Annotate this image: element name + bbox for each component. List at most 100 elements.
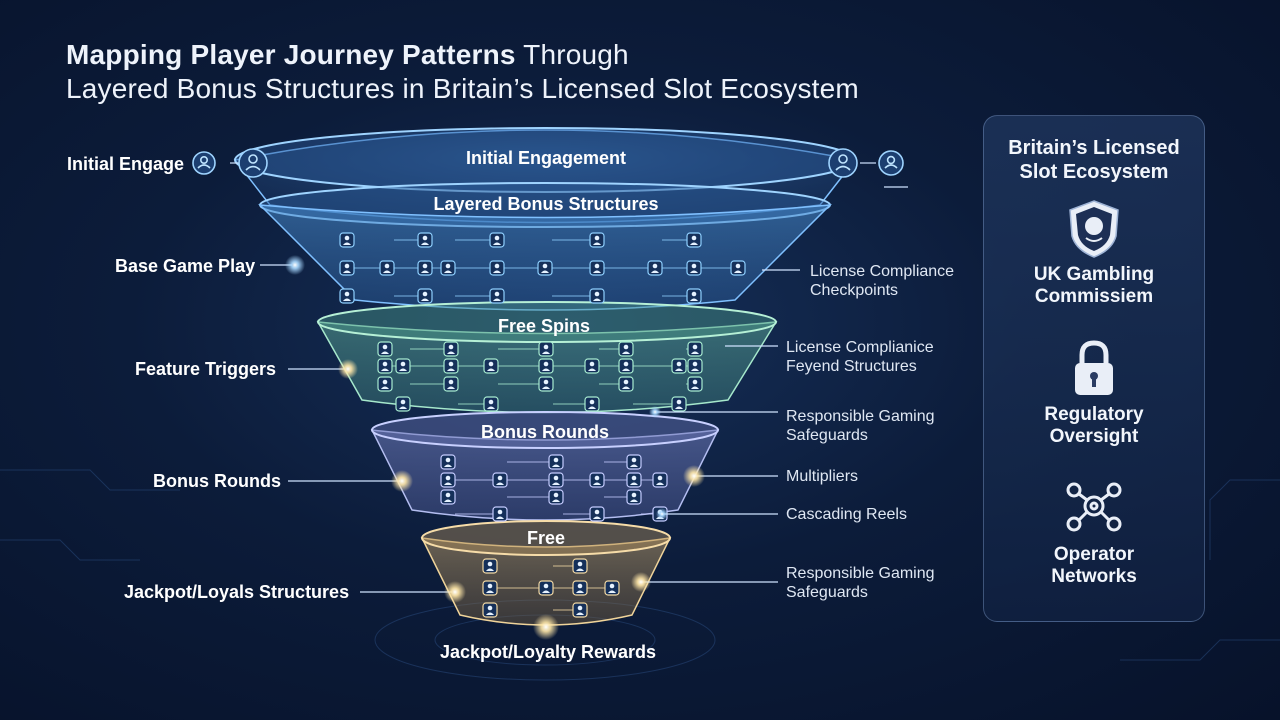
right-label-responsible-1-line1: Responsible Gaming: [786, 408, 935, 425]
right-label-compliance-2-line1: License Complianice: [786, 339, 934, 356]
player-node: [584, 396, 600, 412]
player-node: [589, 472, 605, 488]
player-node: [730, 260, 746, 276]
panel-item-regulatory-line2: Oversight: [1049, 426, 1139, 447]
player-node: [572, 602, 588, 618]
player-node: [589, 288, 605, 304]
player-node: [377, 376, 393, 392]
player-node: [482, 602, 498, 618]
panel-item-regulatory: Regulatory Oversight: [984, 404, 1204, 448]
tier-layered-bonus: [258, 182, 832, 311]
player-node: [417, 232, 433, 248]
ecosystem-panel: Britain’s Licensed Slot Ecosystem UK Gam…: [983, 115, 1205, 622]
page-title: Mapping Player Journey Patterns Through …: [66, 38, 859, 106]
player-node: [687, 341, 703, 357]
player-node: [589, 232, 605, 248]
panel-item-uk-gambling: UK Gambling Commissiem: [984, 264, 1204, 308]
right-label-compliance-2-line2: Feyend Structures: [786, 358, 917, 375]
left-label-feature-triggers: Feature Triggers: [135, 359, 277, 379]
player-node: [686, 288, 702, 304]
player-node: [339, 288, 355, 304]
tier-label-layered: Layered Bonus Structures: [433, 194, 659, 214]
player-node: [626, 472, 642, 488]
player-node: [686, 260, 702, 276]
player-node: [647, 260, 663, 276]
player-node: [538, 580, 554, 596]
player-node: [395, 396, 411, 412]
tier-label-initial: Initial Engagement: [465, 148, 627, 168]
player-node: [604, 580, 620, 596]
player-node: [377, 341, 393, 357]
left-label-jackpot: Jackpot/Loyals Structures: [124, 582, 350, 602]
title-line2: Layered Bonus Structures in Britain’s Li…: [66, 73, 859, 104]
panel-title-line2: Slot Ecosystem: [1019, 161, 1169, 183]
player-node: [537, 260, 553, 276]
player-node: [440, 472, 456, 488]
player-node: [572, 580, 588, 596]
player-node: [626, 454, 642, 470]
player-node: [482, 558, 498, 574]
panel-item-uk-gambling-line1: UK Gambling: [1033, 264, 1155, 285]
panel-item-uk-gambling-line2: Commissiem: [1034, 286, 1154, 307]
right-label-responsible-1: Responsible Gaming Safeguards: [786, 407, 935, 445]
player-node: [339, 232, 355, 248]
right-label-responsible-2-line2: Safeguards: [786, 584, 868, 601]
player-node: [538, 358, 554, 374]
player-node: [618, 358, 634, 374]
crest-icon: [1069, 200, 1119, 258]
player-node: [489, 260, 505, 276]
player-node: [492, 506, 508, 522]
right-label-responsible-2: Responsible Gaming Safeguards: [786, 564, 935, 602]
player-node: [379, 260, 395, 276]
player-node: [339, 260, 355, 276]
tier-label-free: Free: [526, 528, 566, 548]
player-node: [548, 489, 564, 505]
right-label-cascading: Cascading Reels: [786, 506, 907, 523]
player-node: [548, 472, 564, 488]
right-label-responsible-2-line1: Responsible Gaming: [786, 565, 935, 582]
left-label-base-game: Base Game Play: [115, 256, 256, 276]
player-node: [538, 376, 554, 392]
left-label-initial-engage: Initial Engage: [67, 154, 185, 174]
right-label-compliance-2: License Complianice Feyend Structures: [786, 338, 934, 376]
player-node: [584, 358, 600, 374]
player-node: [483, 358, 499, 374]
player-node: [483, 396, 499, 412]
right-label-responsible-1-line2: Safeguards: [786, 427, 868, 444]
player-node: [652, 472, 668, 488]
title-rest: Through: [515, 39, 629, 70]
player-node: [671, 358, 687, 374]
player-node: [489, 232, 505, 248]
right-label-compliance-1-line1: License Compliance: [810, 263, 955, 280]
lock-icon: [1075, 340, 1113, 395]
player-node: [377, 358, 393, 374]
player-node: [417, 260, 433, 276]
player-node: [687, 358, 703, 374]
player-node-network: [339, 232, 746, 618]
player-node: [589, 506, 605, 522]
player-node: [492, 472, 508, 488]
player-node: [440, 489, 456, 505]
player-node: [440, 454, 456, 470]
panel-title: Britain’s Licensed Slot Ecosystem: [984, 136, 1204, 184]
player-node: [626, 489, 642, 505]
player-node: [443, 358, 459, 374]
gears-icon: [1066, 482, 1122, 532]
panel-item-operator: Operator Networks: [984, 544, 1204, 588]
left-label-bonus-rounds: Bonus Rounds: [153, 471, 281, 491]
tier-label-jackpot: Jackpot/Loyalty Rewards: [439, 642, 657, 662]
panel-item-operator-line2: Networks: [1051, 566, 1137, 587]
player-node: [618, 376, 634, 392]
player-node: [687, 376, 703, 392]
player-node: [417, 288, 433, 304]
player-node: [686, 232, 702, 248]
player-node: [589, 260, 605, 276]
player-node: [489, 288, 505, 304]
player-node: [572, 558, 588, 574]
player-node: [440, 260, 456, 276]
glow-dots: [285, 255, 705, 640]
right-label-multipliers: Multipliers: [786, 468, 859, 485]
player-node: [443, 376, 459, 392]
user-icons: [192, 148, 904, 178]
panel-title-line1: Britain’s Licensed: [1008, 137, 1180, 159]
